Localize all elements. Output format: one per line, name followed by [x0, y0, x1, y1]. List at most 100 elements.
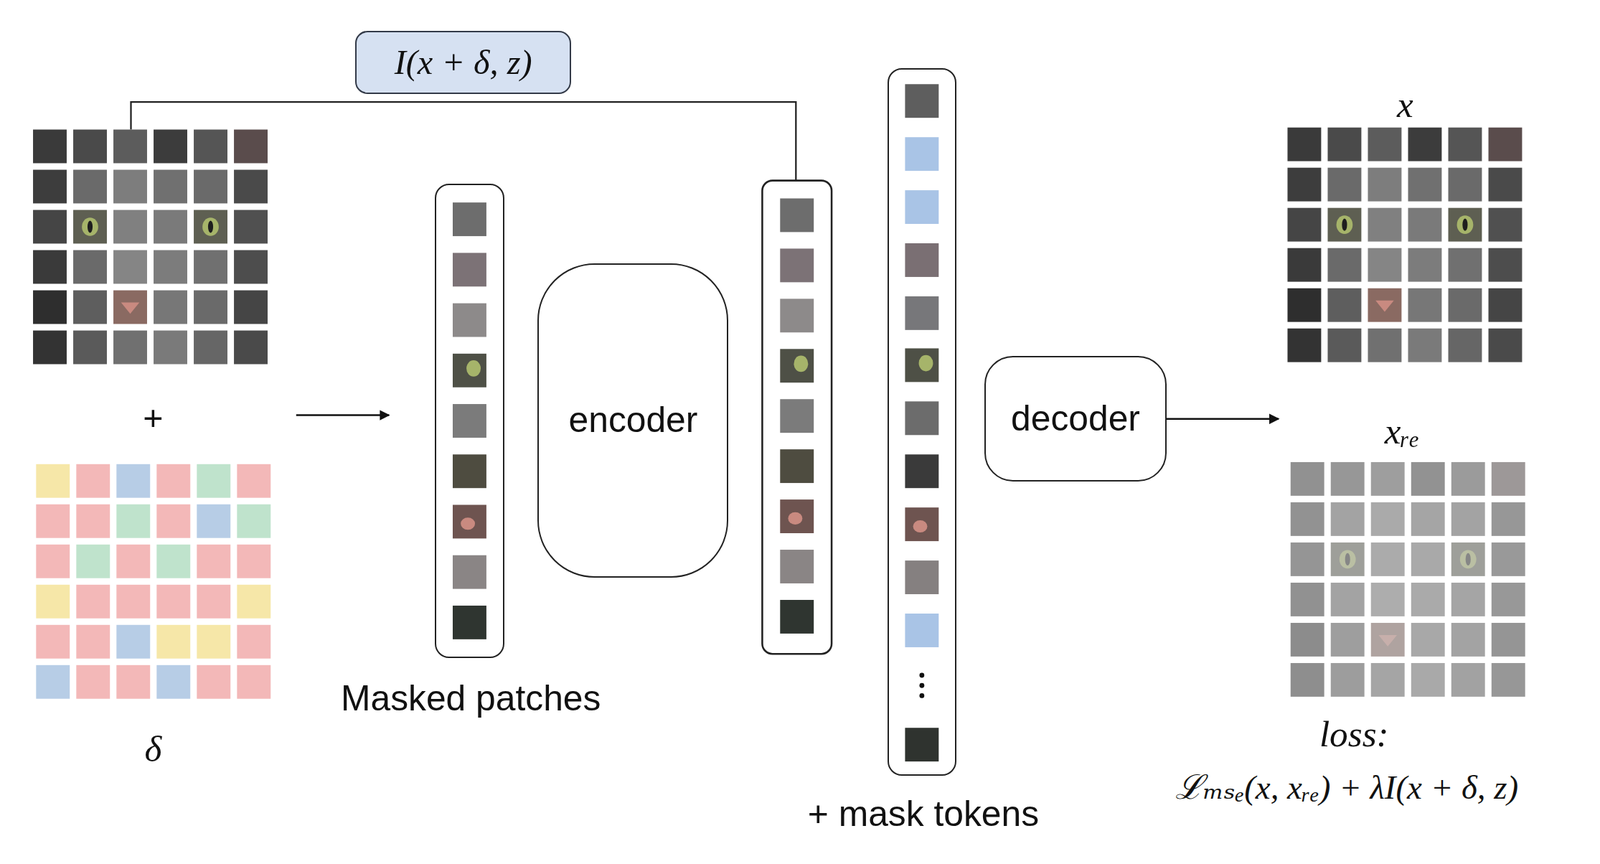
cat-pupil	[1462, 218, 1468, 232]
image-patch	[233, 330, 268, 365]
cat-eye	[919, 355, 934, 372]
cat-pupil	[1341, 218, 1347, 232]
image-patch	[1371, 622, 1405, 657]
image-patch	[116, 544, 150, 579]
image-patch	[233, 250, 268, 285]
image-patch	[153, 250, 188, 285]
cat-nose	[913, 520, 928, 533]
image-patch	[1330, 662, 1365, 697]
encoded-patch-stack	[779, 198, 814, 633]
image-patch	[73, 129, 107, 164]
image-patch	[233, 129, 268, 164]
image-patch	[33, 330, 67, 365]
image-patch	[156, 665, 191, 699]
input-image-grid	[33, 129, 268, 365]
image-patch	[33, 129, 67, 164]
image-patch	[76, 544, 110, 579]
image-patch	[904, 347, 939, 382]
image-patch	[1330, 542, 1365, 577]
node-label: + mask tokens	[749, 793, 1098, 835]
image-patch	[113, 170, 148, 204]
image-patch	[1488, 127, 1523, 162]
image-patch	[1290, 542, 1325, 577]
image-patch	[1327, 127, 1362, 162]
image-patch	[113, 210, 148, 244]
objective-box: I(x + δ, z)	[355, 30, 572, 94]
image-patch	[1371, 542, 1405, 577]
image-patch	[452, 252, 487, 287]
image-patch	[1488, 288, 1523, 323]
image-patch	[35, 624, 70, 659]
image-patch	[452, 202, 487, 237]
image-patch	[73, 250, 107, 285]
image-patch	[76, 665, 110, 699]
image-patch	[779, 499, 814, 534]
flow-arrow	[1166, 418, 1279, 421]
image-patch	[76, 584, 110, 619]
image-patch	[1290, 622, 1325, 657]
image-patch	[116, 504, 150, 539]
cat-eye	[202, 217, 219, 237]
loss-formula: ℒₘₛₑ(x, xᵣₑ) + λI(x + δ, z)	[1030, 768, 1600, 808]
image-patch	[779, 248, 814, 282]
cat-pupil	[87, 220, 93, 233]
image-patch	[1371, 582, 1405, 617]
image-patch	[196, 584, 231, 619]
cat-eye	[466, 360, 481, 377]
image-patch	[779, 599, 814, 634]
masked-patch-stack	[452, 202, 487, 640]
image-patch	[73, 170, 107, 204]
image-patch	[156, 504, 191, 539]
node-label: Masked patches	[286, 678, 655, 719]
cat-nose	[787, 512, 803, 525]
image-patch	[904, 727, 939, 762]
image-patch	[236, 544, 271, 579]
image-patch	[113, 330, 148, 365]
perturbation-grid-node: δ	[35, 464, 271, 771]
image-patch	[779, 348, 814, 383]
image-patch	[153, 330, 188, 365]
image-patch	[904, 507, 939, 541]
image-patch	[904, 243, 939, 277]
image-patch	[1407, 248, 1442, 282]
image-patch	[156, 624, 191, 659]
input-arrow	[296, 413, 389, 417]
image-patch	[1491, 622, 1526, 657]
cat-eye	[81, 217, 99, 237]
image-patch	[233, 290, 268, 325]
cat-pupil	[1465, 553, 1471, 566]
image-patch	[196, 544, 231, 579]
image-patch	[1330, 502, 1365, 536]
image-patch	[1330, 462, 1365, 496]
mutual-information-wire	[131, 101, 797, 181]
image-patch	[1407, 208, 1442, 242]
image-patch	[193, 170, 228, 204]
image-patch	[1371, 662, 1405, 697]
image-patch	[904, 560, 939, 595]
image-patch	[236, 584, 271, 619]
image-patch	[904, 401, 939, 435]
cat-eye	[1339, 550, 1357, 569]
image-patch	[76, 464, 110, 498]
image-patch	[452, 605, 487, 640]
image-patch	[153, 170, 188, 204]
image-patch	[236, 504, 271, 539]
image-patch	[233, 170, 268, 204]
image-patch	[1290, 582, 1325, 617]
image-patch	[1447, 167, 1482, 202]
image-patch	[236, 464, 271, 498]
cat-nose	[460, 517, 475, 530]
ellipsis-dot	[919, 683, 925, 689]
image-patch	[452, 454, 487, 488]
image-patch	[73, 210, 107, 244]
image-patch	[904, 83, 939, 118]
ellipsis-dot	[919, 693, 925, 699]
image-patch	[1451, 622, 1486, 657]
image-patch	[1411, 542, 1446, 577]
image-patch	[196, 464, 231, 498]
image-patch	[116, 665, 150, 699]
image-patch	[1488, 248, 1523, 282]
image-patch	[1327, 167, 1362, 202]
image-patch	[1367, 248, 1402, 282]
